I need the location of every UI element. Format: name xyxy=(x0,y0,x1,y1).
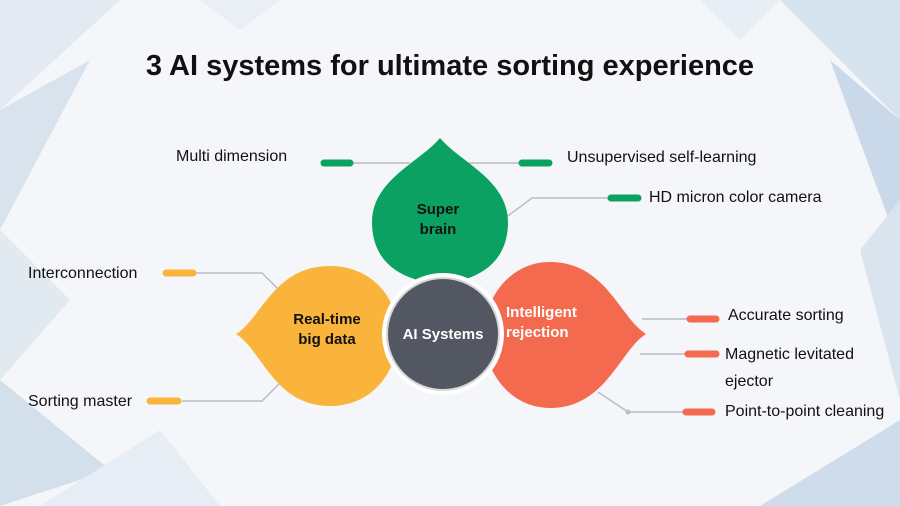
center-circle xyxy=(386,277,500,391)
feature-point-cleaning: Point-to-point cleaning xyxy=(725,403,885,420)
petal-line: big data xyxy=(298,331,356,348)
petal-label-rejection: Intelligent rejection xyxy=(506,303,606,343)
connector-sorting-master xyxy=(182,380,283,402)
petal-line: Intelligent xyxy=(506,304,577,321)
bullet-pills xyxy=(146,159,720,416)
petal-super-brain xyxy=(372,138,508,284)
connector-dot xyxy=(625,409,631,415)
feature-self-learning: Unsupervised self-learning xyxy=(567,149,757,166)
feature-magnetic-levitated: Magnetic levitated xyxy=(725,346,854,363)
petal-label-big-data: Real-time big data xyxy=(282,310,372,350)
connector-hd-camera xyxy=(504,197,610,219)
feature-hd-camera: HD micron color camera xyxy=(649,189,822,206)
feature-interconnection: Interconnection xyxy=(28,265,138,282)
feature-multi-dimension: Multi dimension xyxy=(176,148,288,165)
petal-big-data xyxy=(236,266,398,406)
feature-accurate-sorting: Accurate sorting xyxy=(728,307,844,324)
feature-ejector: ejector xyxy=(725,373,774,390)
connector-interconnection xyxy=(196,272,283,294)
petal-line: Real-time xyxy=(293,311,361,328)
slide-title: 3 AI systems for ultimate sorting experi… xyxy=(145,50,755,82)
petal-line: Super xyxy=(416,201,460,218)
center-label: AI Systems xyxy=(402,326,484,343)
feature-sorting-master: Sorting master xyxy=(28,393,133,410)
petal-line: rejection xyxy=(506,324,569,341)
petal-rejection xyxy=(484,262,646,408)
petal-line: brain xyxy=(419,221,457,238)
petal-label-super-brain: Super brain xyxy=(400,200,476,240)
connector-point-cleaning xyxy=(597,391,686,413)
